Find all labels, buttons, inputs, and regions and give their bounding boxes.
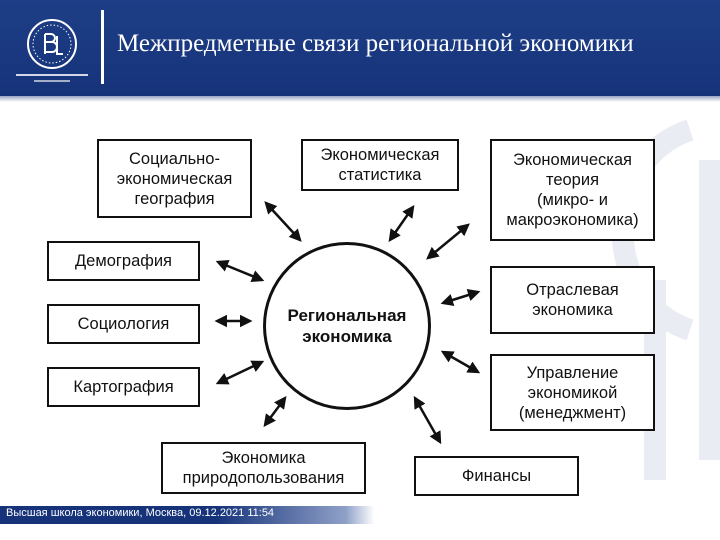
node-economic-statistics: Экономическая статистика <box>301 139 459 191</box>
arrow-cartography <box>215 360 265 385</box>
hse-logo-icon <box>16 19 88 82</box>
node-finance: Финансы <box>414 456 579 496</box>
footer-bar <box>0 506 720 524</box>
node-management: Управление экономикой (менеджмент) <box>490 354 655 431</box>
node-sociology: Социология <box>47 304 200 344</box>
node-social-geography: Социально- экономическая география <box>97 139 252 218</box>
node-economic-theory: Экономическая теория (микро- и макроэкон… <box>490 139 655 241</box>
header-divider <box>101 10 104 84</box>
arrow-nature-econ <box>263 395 287 428</box>
footer-text: Высшая школа экономики, Москва, 09.12.20… <box>6 507 275 519</box>
header-bar: Межпредметные связи региональной экономи… <box>0 0 720 96</box>
node-nature-economics: Экономика природопользования <box>161 442 366 494</box>
node-cartography: Картография <box>47 367 200 407</box>
node-demography: Демография <box>47 241 200 281</box>
page-title: Межпредметные связи региональной экономи… <box>117 30 634 57</box>
arrow-econ-stat <box>388 204 415 243</box>
center-node-regional-economics: Региональная экономика <box>263 242 431 410</box>
header-shadow <box>0 96 720 102</box>
node-branch-economics: Отраслевая экономика <box>490 266 655 334</box>
arrow-finance <box>413 395 442 445</box>
arrow-management <box>440 350 481 374</box>
arrow-branch-econ <box>440 289 481 306</box>
arrow-demography <box>215 260 265 282</box>
arrow-econ-theory <box>426 223 470 260</box>
arrow-social-geo <box>264 201 302 242</box>
